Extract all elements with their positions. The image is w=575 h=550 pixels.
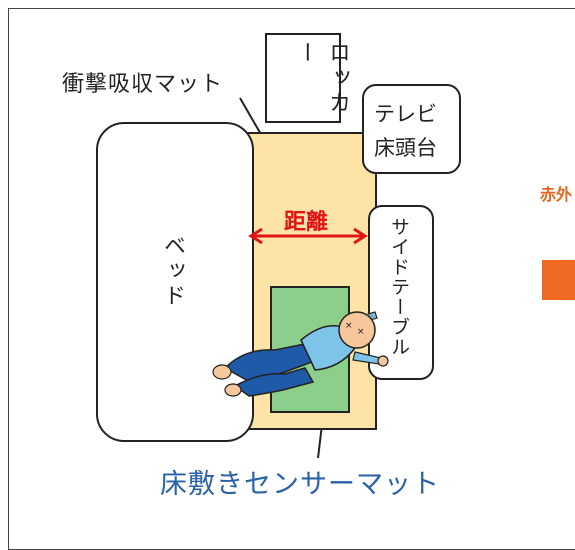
- svg-text:×: ×: [345, 321, 353, 331]
- impact-mat-label: 衝撃吸収マット: [62, 72, 224, 97]
- bed-label: ベッド: [160, 234, 185, 309]
- svg-text:×: ×: [357, 327, 365, 337]
- side-table: サイドテーブル: [368, 205, 434, 380]
- tv-bedside-stand: テレビ 床頭台: [362, 84, 461, 174]
- distance-label: 距離: [284, 210, 329, 235]
- locker: ロッカー: [265, 33, 350, 123]
- distance-arrow: [248, 227, 368, 245]
- side-table-label: サイドテーブル: [388, 217, 410, 357]
- sensor-mat-label: 床敷きセンサーマット: [160, 469, 440, 500]
- locker-label: ロッカー: [293, 41, 350, 116]
- tv-stand-line2: 床頭台: [374, 136, 437, 160]
- infrared-edge-label: 赤外: [540, 185, 573, 204]
- orange-legend-square: [542, 260, 575, 300]
- tv-stand-line1: テレビ: [374, 102, 437, 126]
- fallen-patient-illustration: × ×: [212, 311, 389, 397]
